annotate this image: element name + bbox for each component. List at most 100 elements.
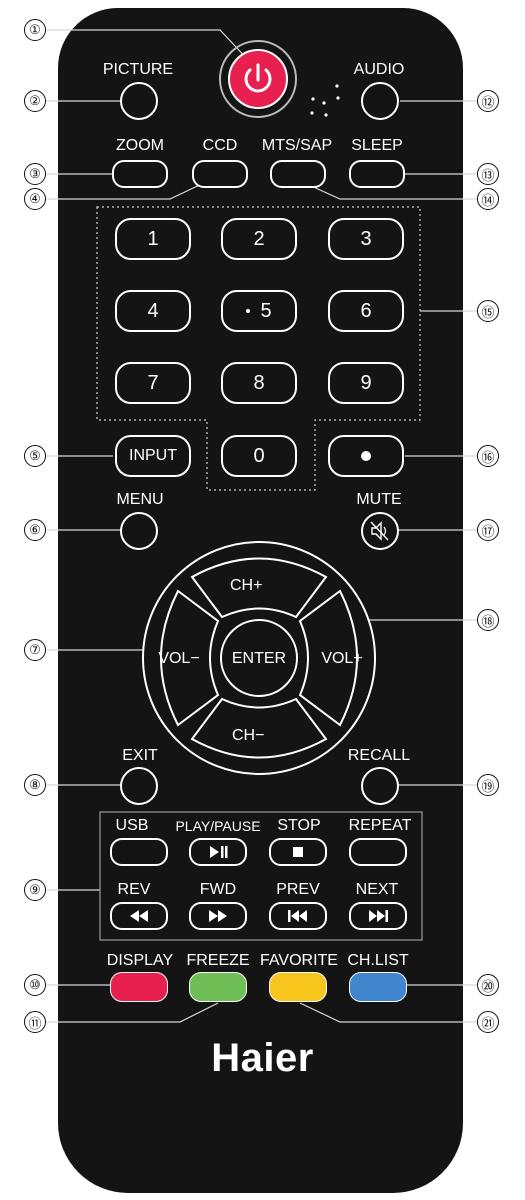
ccd-label: CCD bbox=[202, 137, 238, 154]
speaker-muted-icon bbox=[370, 521, 389, 541]
audio-button[interactable] bbox=[361, 82, 399, 120]
sleep-label: SLEEP bbox=[351, 137, 403, 154]
callout-2: ② bbox=[24, 90, 46, 112]
digit-4-button[interactable]: 4 bbox=[115, 290, 191, 332]
ch-list-button[interactable] bbox=[349, 972, 407, 1002]
vol-up-label[interactable]: VOL+ bbox=[321, 650, 363, 667]
stop-label: STOP bbox=[277, 817, 321, 834]
digit-9-button[interactable]: 9 bbox=[328, 362, 404, 404]
callout-16: ⑯ bbox=[477, 445, 499, 467]
digit-0-label: 0 bbox=[253, 444, 265, 467]
input-button[interactable]: INPUT bbox=[115, 435, 191, 477]
callout-5: ⑤ bbox=[24, 445, 46, 467]
power-button-ring bbox=[219, 40, 297, 118]
digit-3-button[interactable]: 3 bbox=[328, 218, 404, 260]
callout-11: ⑪ bbox=[24, 1011, 46, 1033]
rewind-icon bbox=[130, 910, 148, 922]
zoom-label: ZOOM bbox=[116, 137, 164, 154]
favorite-label: FAVORITE bbox=[260, 952, 338, 969]
picture-button[interactable] bbox=[120, 82, 158, 120]
rev-label: REV bbox=[117, 881, 151, 898]
fwd-label: FWD bbox=[199, 881, 237, 898]
stop-button[interactable] bbox=[269, 838, 327, 866]
power-button[interactable] bbox=[228, 49, 288, 109]
freeze-button[interactable] bbox=[189, 972, 247, 1002]
next-button[interactable] bbox=[349, 902, 407, 930]
digit-8-button[interactable]: 8 bbox=[221, 362, 297, 404]
freeze-label: FREEZE bbox=[186, 952, 250, 969]
callout-1: ① bbox=[24, 19, 46, 41]
ch-down-label[interactable]: CH− bbox=[232, 727, 265, 744]
callout-21: ㉑ bbox=[477, 1011, 499, 1033]
input-label: INPUT bbox=[129, 447, 177, 464]
callout-9: ⑨ bbox=[24, 879, 46, 901]
callout-19: ⑲ bbox=[477, 774, 499, 796]
digit-2-label: 2 bbox=[253, 227, 265, 250]
callout-15: ⑮ bbox=[477, 300, 499, 322]
callout-17: ⑰ bbox=[477, 519, 499, 541]
digit-5-button[interactable]: 5 bbox=[221, 290, 297, 332]
usb-button[interactable] bbox=[110, 838, 168, 866]
callout-12: ⑫ bbox=[477, 90, 499, 112]
callout-10: ⑩ bbox=[24, 974, 46, 996]
callout-3: ③ bbox=[24, 163, 46, 185]
digit-2-button[interactable]: 2 bbox=[221, 218, 297, 260]
ccd-button[interactable] bbox=[192, 160, 248, 188]
callout-7: ⑦ bbox=[24, 639, 46, 661]
repeat-label: REPEAT bbox=[348, 817, 412, 834]
picture-label: PICTURE bbox=[102, 61, 174, 78]
callout-13: ⑬ bbox=[477, 163, 499, 185]
digit-8-label: 8 bbox=[253, 371, 265, 394]
rev-button[interactable] bbox=[110, 902, 168, 930]
digit-3-label: 3 bbox=[360, 227, 372, 250]
exit-button[interactable] bbox=[120, 767, 158, 805]
sleep-button[interactable] bbox=[349, 160, 405, 188]
mute-button[interactable] bbox=[361, 512, 399, 550]
mute-label: MUTE bbox=[356, 491, 402, 508]
tactile-dot-icon bbox=[246, 309, 251, 313]
ch-up-label[interactable]: CH+ bbox=[230, 577, 263, 594]
audio-label: AUDIO bbox=[353, 61, 405, 78]
next-label: NEXT bbox=[355, 881, 399, 898]
digit-5-label: 5 bbox=[260, 299, 272, 322]
digit-4-label: 4 bbox=[147, 299, 159, 322]
exit-label: EXIT bbox=[122, 747, 158, 764]
mts-sap-button[interactable] bbox=[270, 160, 326, 188]
zoom-button[interactable] bbox=[112, 160, 168, 188]
digit-7-button[interactable]: 7 bbox=[115, 362, 191, 404]
digit-6-button[interactable]: 6 bbox=[328, 290, 404, 332]
prev-button[interactable] bbox=[269, 902, 327, 930]
power-icon bbox=[244, 63, 272, 93]
favorite-button[interactable] bbox=[269, 972, 327, 1002]
digit-6-label: 6 bbox=[360, 299, 372, 322]
callout-20: ⑳ bbox=[477, 974, 499, 996]
display-label: DISPLAY bbox=[106, 952, 174, 969]
digit-1-button[interactable]: 1 bbox=[115, 218, 191, 260]
digit-7-label: 7 bbox=[147, 371, 159, 394]
callout-18: ⑱ bbox=[477, 609, 499, 631]
callout-14: ⑭ bbox=[477, 188, 499, 210]
brand-logo: Haier bbox=[211, 1036, 314, 1080]
play-pause-icon bbox=[210, 846, 228, 858]
vol-down-label[interactable]: VOL− bbox=[158, 650, 200, 667]
digit-9-label: 9 bbox=[360, 371, 372, 394]
repeat-button[interactable] bbox=[349, 838, 407, 866]
callout-6: ⑥ bbox=[24, 519, 46, 541]
enter-button[interactable]: ENTER bbox=[231, 650, 287, 667]
digit-1-label: 1 bbox=[147, 227, 159, 250]
skip-previous-icon bbox=[288, 910, 307, 922]
dot-button[interactable] bbox=[328, 435, 404, 477]
recall-button[interactable] bbox=[361, 767, 399, 805]
usb-label: USB bbox=[115, 817, 149, 834]
dot-icon bbox=[361, 451, 371, 461]
play-pause-button[interactable] bbox=[189, 838, 247, 866]
prev-label: PREV bbox=[276, 881, 320, 898]
callout-8: ⑧ bbox=[24, 774, 46, 796]
fwd-button[interactable] bbox=[189, 902, 247, 930]
display-button[interactable] bbox=[110, 972, 168, 1002]
digit-0-button[interactable]: 0 bbox=[221, 435, 297, 477]
stop-icon bbox=[293, 847, 303, 857]
menu-button[interactable] bbox=[120, 512, 158, 550]
fast-forward-icon bbox=[209, 910, 227, 922]
